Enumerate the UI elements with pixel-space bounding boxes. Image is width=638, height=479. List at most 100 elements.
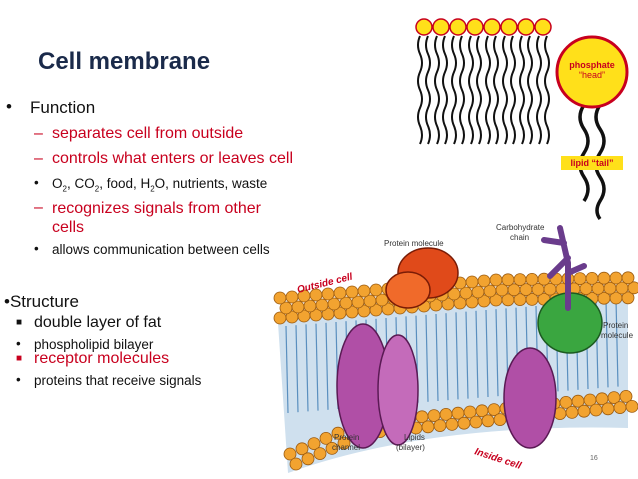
carbohydrate-label-2: chain	[510, 233, 529, 242]
substances-list: O2, CO2, food, H2O, nutrients, waste	[52, 176, 268, 194]
slide-title: Cell membrane	[38, 48, 211, 75]
lipid-head-bead	[601, 402, 615, 416]
lipid-tail	[493, 35, 499, 145]
lipids-label-1: Lipids	[404, 433, 425, 442]
dash-icon: –	[34, 150, 43, 167]
lipid-tail	[536, 35, 542, 145]
lipid-head-bead	[321, 287, 335, 301]
phosphate-head	[534, 18, 552, 36]
lipid-head-bead	[585, 272, 599, 285]
phosphate-label: phosphate	[569, 60, 615, 70]
lipid-head-bead	[589, 403, 603, 417]
lipid-tail	[459, 35, 465, 145]
phosphate-head	[483, 18, 501, 36]
red-protein-lobe	[385, 271, 431, 309]
lipid-head-bead	[609, 271, 623, 285]
lipid-head-bead	[289, 457, 303, 471]
head-label: “head”	[579, 70, 605, 80]
lipid-head-bead	[627, 281, 638, 295]
lipid-tail-line	[325, 322, 329, 410]
lipid-head-bead	[625, 400, 638, 413]
function-bullet: •	[6, 97, 12, 116]
lipid-tail-line	[495, 309, 499, 397]
lipid-tail	[544, 35, 550, 145]
lipid-tail	[468, 35, 474, 145]
lipid-head-bead	[525, 273, 539, 286]
square-bullet-icon: ■	[16, 353, 23, 364]
lipid-head-bead	[481, 414, 495, 428]
lipid-head-bead	[469, 415, 483, 429]
lipids-label-2: (bilayer)	[396, 443, 425, 452]
lipid-head-bead	[565, 405, 579, 419]
function-heading: Function	[30, 98, 96, 117]
lipid-head-bead	[619, 389, 633, 403]
function-item-2: controls what enters or leaves cell	[52, 150, 293, 167]
lipid-head-bead	[465, 275, 479, 289]
lipid-tail	[485, 35, 491, 145]
lipid-tail-line	[475, 310, 479, 398]
lipid-tail	[527, 35, 533, 145]
bullet-dot-icon: •	[34, 175, 39, 190]
protein-channel-label-1: Protein	[334, 433, 359, 442]
lipid-head-bead	[597, 271, 611, 285]
phosphate-head	[517, 18, 535, 36]
communication-text: allows communication between cells	[52, 242, 270, 257]
inside-cell-label: Inside cell	[473, 446, 523, 471]
structure-item-2: phospholipid bilayer	[34, 337, 154, 352]
lipid-head-bead	[613, 401, 627, 415]
bullet-dot-icon: •	[16, 336, 21, 351]
lipid-tail-line	[445, 313, 449, 401]
lipid-tail-line	[455, 312, 459, 400]
lipid-head-bead	[283, 447, 297, 461]
bullet-dot-icon: •	[34, 241, 39, 256]
lipid-tail	[442, 35, 448, 145]
lipid-head-bead	[493, 413, 507, 427]
phosphate-head	[415, 18, 433, 36]
purple-protein-channel-right	[377, 334, 419, 446]
structure-item-4: proteins that receive signals	[34, 373, 202, 388]
lipid-head-bead	[489, 273, 503, 287]
dash-icon: –	[34, 199, 43, 216]
lipid-head-bead	[477, 274, 491, 288]
lipid-head-bead	[621, 291, 635, 305]
lipid-tail	[502, 35, 508, 145]
protein-channel-label-2: channel	[332, 443, 360, 452]
lipid-head-bead	[313, 447, 327, 461]
structure-item-3: receptor molecules	[34, 350, 170, 367]
lipid-tail-line	[295, 325, 299, 413]
lipid-tail	[425, 35, 431, 145]
phosphate-head	[449, 18, 467, 36]
carbohydrate-chain-shape	[541, 225, 587, 311]
lipid-head-bead	[357, 284, 371, 298]
page-number: 16	[590, 455, 598, 462]
lipid-tail-line	[435, 313, 439, 402]
lipid-tail	[417, 35, 423, 145]
lipid-head-bead	[301, 452, 315, 466]
lipid-tail-line	[305, 324, 309, 412]
lipid-head-bead	[369, 283, 383, 297]
function-item-3: recognizes signals from other cells	[52, 200, 261, 236]
lipid-head-bead	[621, 271, 635, 285]
lipid-head-bead	[445, 417, 459, 431]
lipid-head-bead	[433, 419, 447, 433]
lipid-head-bead	[337, 436, 351, 450]
lipid-tail	[519, 35, 525, 145]
lipid-head-bead	[513, 273, 527, 286]
phosphate-head-circle	[555, 35, 629, 109]
lipid-tail	[434, 35, 440, 145]
bullet-dot-icon: •	[16, 372, 21, 387]
lipid-head-bead	[295, 442, 309, 456]
tail-label-box	[561, 156, 623, 170]
membrane-diagram: Outside cell Inside cell Protein molecul…	[273, 223, 638, 473]
function-item-1: separates cell from outside	[52, 125, 244, 142]
lipid-tail-line	[285, 325, 289, 414]
lipid-tail-line	[315, 323, 319, 411]
lipid-tail-line	[465, 311, 469, 399]
lipid-head-bead	[573, 272, 587, 285]
lipid-head-bead	[457, 416, 471, 430]
lipid-tail-line	[605, 300, 609, 388]
lipid-tail-line	[425, 314, 429, 402]
phosphate-head	[432, 18, 450, 36]
lipid-head-bead	[273, 291, 287, 305]
lipid-head-bead	[421, 420, 435, 434]
